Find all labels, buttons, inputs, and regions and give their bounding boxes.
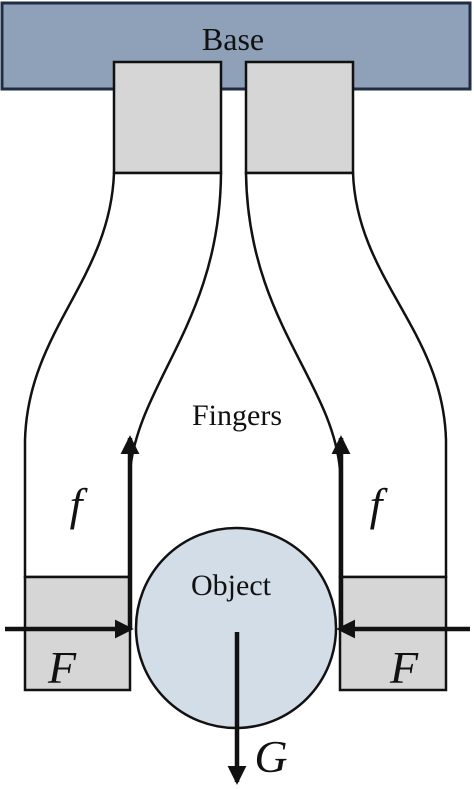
- gravity-label: G: [254, 731, 287, 782]
- force-label-right: F: [389, 642, 419, 693]
- right-top-block: [244, 60, 355, 175]
- base-label: Base: [202, 21, 264, 57]
- left-top-block: [112, 60, 223, 175]
- force-label-left: F: [47, 642, 77, 693]
- right-finger: [244, 171, 448, 579]
- object-label: Object: [191, 569, 272, 602]
- left-finger: [23, 171, 223, 579]
- base-plate: [0, 1, 472, 91]
- left-fingertip-pad: [23, 575, 132, 692]
- fingers-label: Fingers: [192, 399, 282, 432]
- right-fingertip-pad: [338, 575, 448, 692]
